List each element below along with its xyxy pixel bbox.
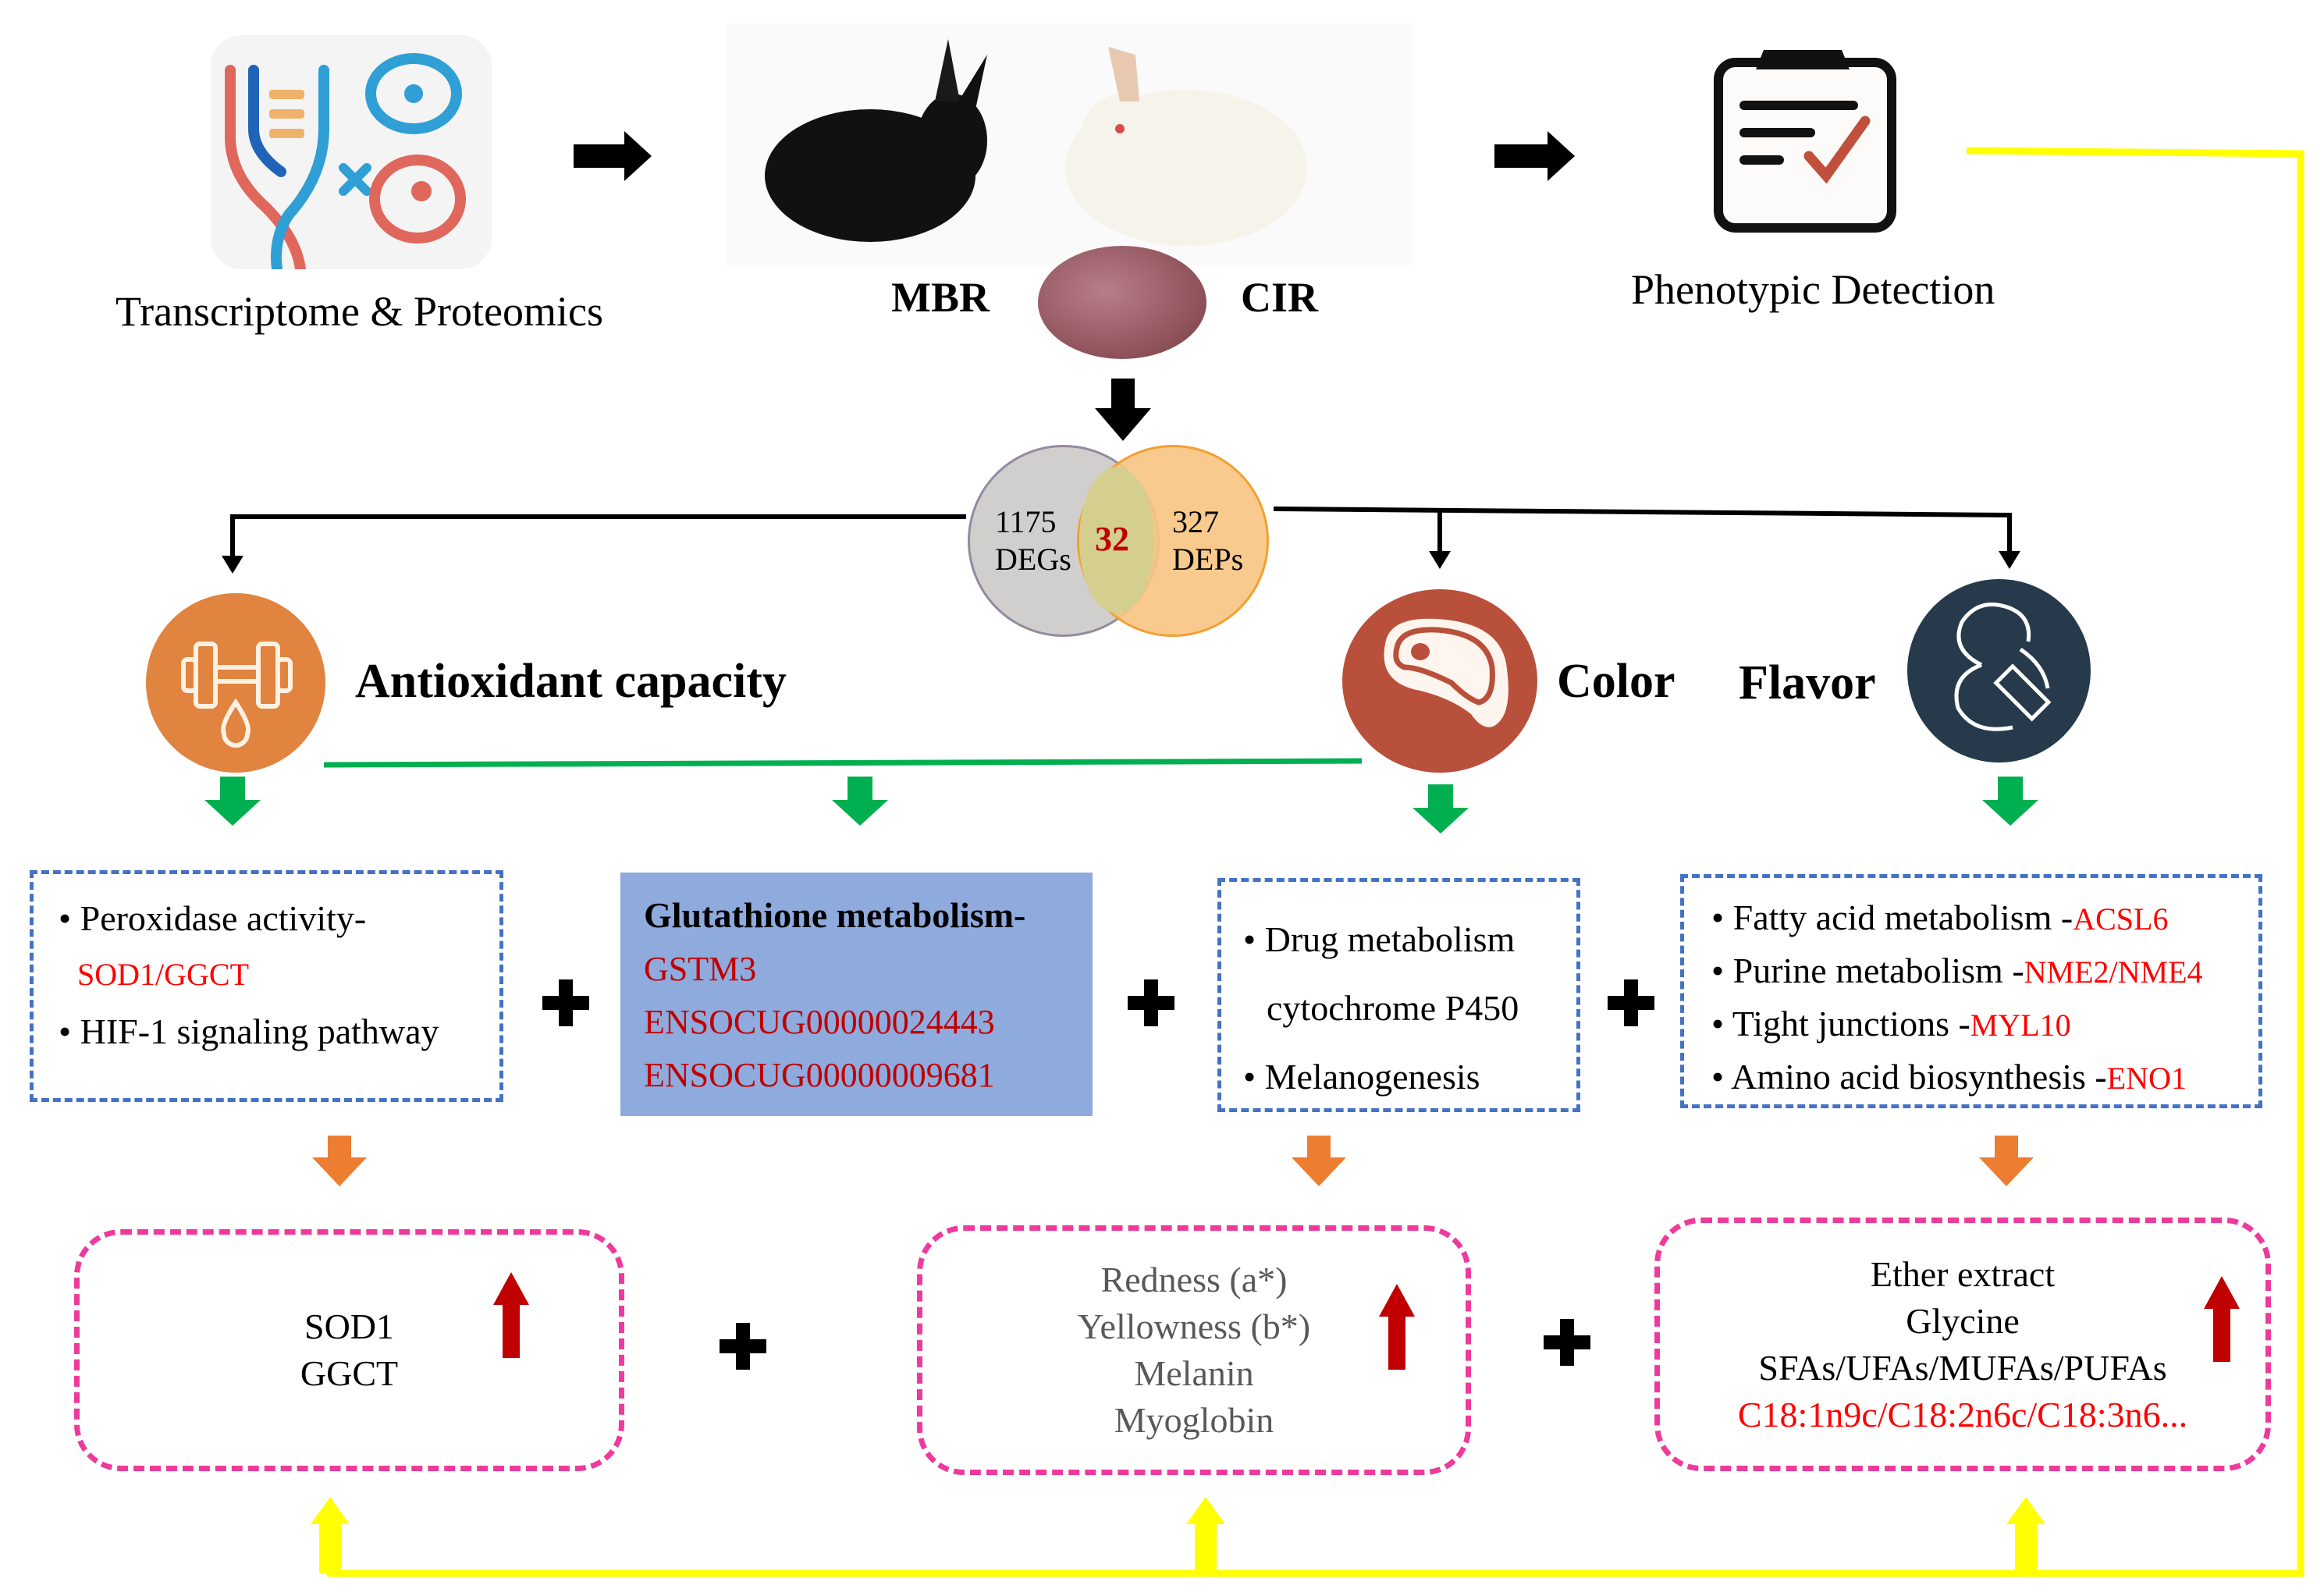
pathway-cytochrome: cytochrome P450 — [1267, 988, 1519, 1028]
pathway-gene: NME2/NME4 — [2024, 954, 2203, 990]
omics-label: Transcriptome & Proteomics — [115, 288, 603, 335]
phenotype-item: GGCT — [300, 1353, 399, 1393]
phenotype-box-color: Redness (a*) Yellowness (b*) Melanin Myo… — [917, 1225, 1471, 1475]
up-arrow-icon — [493, 1272, 529, 1358]
pathway-name: • Fatty acid metabolism - — [1711, 898, 2073, 937]
pathway-melanogenesis: • Melanogenesis — [1243, 1057, 1480, 1097]
pathway-box-antioxidant: • Peroxidase activity- SOD1/GGCT • HIF-1… — [30, 870, 503, 1102]
breed-cir-label: CIR — [1241, 274, 1319, 321]
glutathione-gene: ENSOCUG00000009681 — [644, 1056, 995, 1094]
phenotype-item: Glycine — [1906, 1300, 2020, 1341]
pathway-gene: ENO1 — [2106, 1061, 2187, 1096]
glutathione-gene: ENSOCUG00000024443 — [644, 1003, 995, 1041]
venn-overlap — [1079, 467, 1154, 613]
phenotype-fatty-acids: C18:1n9c/C18:2n6c/C18:3n6... — [1737, 1394, 2188, 1434]
green-link-line — [323, 758, 1363, 768]
up-arrow-icon — [2204, 1276, 2240, 1362]
venn-diagram: 1175 DEGs 32 327 DEPs — [968, 441, 1295, 644]
category-color-title: Color — [1557, 655, 1675, 708]
pathway-peroxidase: • Peroxidase activity- — [59, 898, 367, 938]
phenotype-item: Redness (a*) — [1100, 1260, 1288, 1299]
orange-arrows — [312, 1136, 2034, 1186]
phenotype-detection-label: Phenotypic Detection — [1631, 266, 1995, 313]
rabbit-photo-panel — [726, 23, 1413, 265]
color-icon — [1342, 589, 1537, 773]
phenotype-item: Ether extract — [1870, 1253, 2056, 1294]
phenotype-box-antioxidant: SOD1 GGCT — [74, 1229, 624, 1471]
phenotype-box-flavor: Ether extract Glycine SFAs/UFAs/MUFAs/PU… — [1654, 1218, 2271, 1471]
pathway-flavor-item: • Tight junctions -MYL10 — [1711, 998, 2258, 1051]
venn-deps-label: DEPs — [1172, 542, 1244, 577]
breed-mbr-label: MBR — [891, 274, 990, 321]
flavor-icon — [1907, 579, 2091, 763]
pathway-drug-metabolism: • Drug metabolism — [1243, 919, 1516, 959]
category-antioxidant-title: Antioxidant capacity — [355, 655, 787, 708]
category-flavor-title: Flavor — [1739, 656, 1876, 709]
phenotype-item: Myoglobin — [1114, 1400, 1274, 1440]
plus-icon — [542, 979, 589, 1026]
glutathione-box: Glutathione metabolism- GSTM3 ENSOCUG000… — [620, 873, 1093, 1116]
plus-icon — [720, 1323, 766, 1370]
antioxidant-icon — [146, 593, 325, 773]
glutathione-title: Glutathione metabolism- — [644, 895, 1026, 935]
pathway-flavor-item: • Fatty acid metabolism -ACSL6 — [1711, 892, 2258, 945]
venn-overlap-count: 32 — [1095, 520, 1129, 558]
pathway-flavor-item: • Purine metabolism -NME2/NME4 — [1711, 945, 2258, 998]
pathway-name: • Tight junctions - — [1711, 1004, 1970, 1043]
pathway-name: • Purine metabolism - — [1711, 951, 2024, 990]
arrow-sample-to-venn — [1095, 379, 1151, 441]
meat-steak-icon — [1384, 618, 1508, 727]
pathway-hif1: • HIF-1 signaling pathway — [59, 1011, 439, 1051]
venn-degs-count: 1175 — [995, 504, 1057, 539]
arrow-omics-to-rabbits — [574, 131, 652, 181]
up-arrow-icon — [1379, 1284, 1415, 1370]
phenotype-item: Yellowness (b*) — [1077, 1306, 1311, 1346]
arrow-rabbits-to-phenotype — [1494, 131, 1575, 181]
plus-icon — [1544, 1319, 1590, 1366]
plus-icon — [1608, 979, 1654, 1026]
pathway-box-color: • Drug metabolism cytochrome P450 • Mela… — [1217, 878, 1580, 1112]
pathway-gene: MYL10 — [1970, 1008, 2071, 1043]
yellow-arrowheads — [311, 1497, 2045, 1573]
muscle-sample-image — [1038, 246, 1206, 359]
glutathione-gene: GSTM3 — [644, 950, 757, 988]
plus-icon — [1128, 979, 1174, 1026]
transcriptome-proteomics-icon — [211, 35, 492, 269]
pathway-name: • Amino acid biosynthesis - — [1711, 1057, 2107, 1097]
flavor-molecule-icon — [1954, 603, 2052, 731]
pathway-peroxidase-genes: SOD1/GGCT — [77, 957, 250, 992]
dumbbell-drop-icon — [181, 642, 293, 748]
pathway-gene: ACSL6 — [2073, 901, 2169, 937]
phenotype-item: SOD1 — [304, 1306, 395, 1346]
green-arrows — [204, 777, 2038, 834]
phenotype-item: SFAs/UFAs/MUFAs/PUFAs — [1758, 1347, 2167, 1388]
pathway-flavor-item: • Amino acid biosynthesis -ENO1 — [1711, 1051, 2258, 1104]
phenotype-item: Melanin — [1134, 1353, 1254, 1393]
venn-degs-label: DEGs — [995, 542, 1071, 577]
clipboard-check-icon — [1714, 50, 1896, 233]
venn-deps-count: 327 — [1172, 504, 1219, 539]
rabbits-image — [765, 39, 1307, 246]
pathway-box-flavor: • Fatty acid metabolism -ACSL6• Purine m… — [1680, 874, 2262, 1108]
